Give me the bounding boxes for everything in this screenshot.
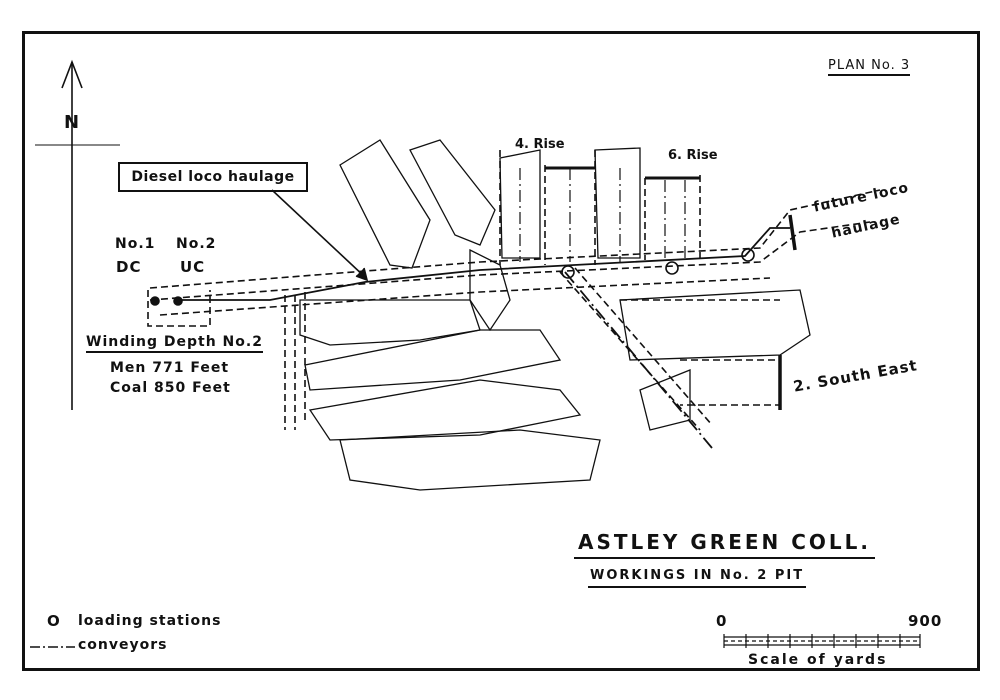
workings-subtitle: WORKINGS IN No. 2 PIT <box>588 568 807 588</box>
shaft-no1-name: No.1 <box>115 236 156 252</box>
worked-areas <box>299 139 811 491</box>
district-6-rise: 6. Rise <box>668 148 718 163</box>
loading-station-icons <box>561 248 755 279</box>
district-4-rise: 4. Rise <box>515 137 565 152</box>
shaft-markers <box>150 296 183 306</box>
scale-start: 0 <box>716 612 728 630</box>
roadways <box>147 150 881 431</box>
north-arrow-icon <box>35 59 120 410</box>
shaft-no2-name: No.2 <box>176 236 217 252</box>
scale-label: Scale of yards <box>748 652 888 668</box>
colliery-title: ASTLEY GREEN COLL. <box>574 530 875 559</box>
shaft-no2-type: UC <box>180 258 206 276</box>
plan-number: PLAN No. 3 <box>828 58 911 76</box>
scale-bar <box>723 634 921 648</box>
callout-arrow <box>271 189 369 282</box>
legend-conveyors: conveyors <box>78 637 168 653</box>
winding-coal: Coal 850 Feet <box>110 380 231 396</box>
diesel-loco-haulage-callout: Diesel loco haulage <box>118 162 308 192</box>
scale-end: 900 <box>908 612 943 630</box>
loading-station-legend-icon: O <box>47 612 61 630</box>
map-frame <box>22 31 980 671</box>
conveyor-line <box>178 166 797 449</box>
shaft-no1-type: DC <box>116 258 142 276</box>
winding-depth-title: Winding Depth No.2 <box>86 334 263 353</box>
north-label: N <box>64 112 81 133</box>
winding-men: Men 771 Feet <box>110 360 230 376</box>
legend-loading-stations: loading stations <box>78 613 222 629</box>
